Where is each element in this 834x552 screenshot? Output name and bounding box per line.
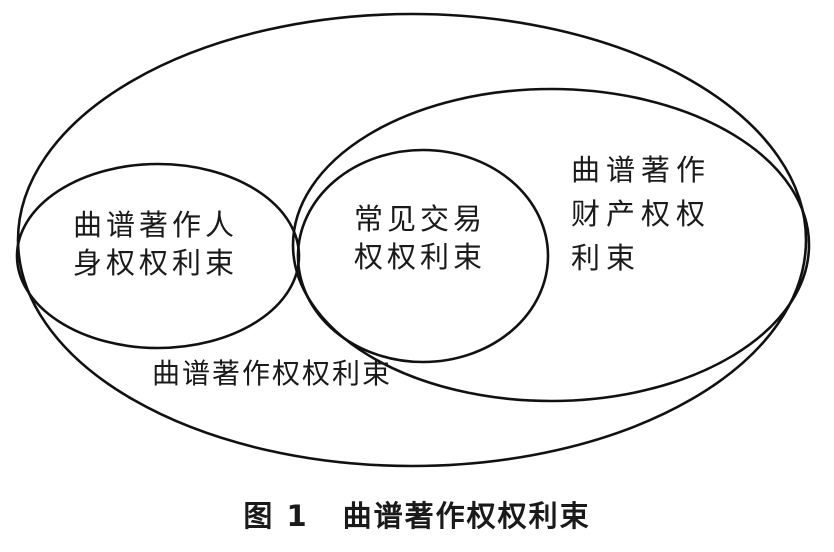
- transaction-rights-label-line: 常见交易: [354, 202, 487, 236]
- figure-caption: 图 1 曲谱著作权权利束: [0, 496, 834, 536]
- transaction-rights-label: 常见交易 权权利束: [354, 200, 486, 276]
- whole-rights-label: 曲谱著作权权利束: [152, 357, 393, 390]
- personal-rights-label-line: 身权权利束: [73, 246, 239, 280]
- property-rights-label-line: 财产权权: [571, 197, 712, 231]
- figure-title: 曲谱著作权权利束: [342, 499, 591, 533]
- personal-rights-label: 曲谱著作人 身权权利束: [73, 206, 238, 282]
- property-rights-label-line: 利束: [571, 241, 642, 275]
- property-rights-ellipse: [291, 87, 811, 403]
- figure-number: 图 1: [243, 499, 309, 533]
- personal-rights-label-line: 曲谱著作人: [73, 208, 239, 242]
- property-rights-label: 曲谱著作 财产权权 利束: [571, 148, 711, 280]
- transaction-rights-label-line: 权权利束: [354, 240, 487, 274]
- transaction-rights-ellipse: [296, 148, 550, 364]
- property-rights-label-line: 曲谱著作: [571, 153, 712, 187]
